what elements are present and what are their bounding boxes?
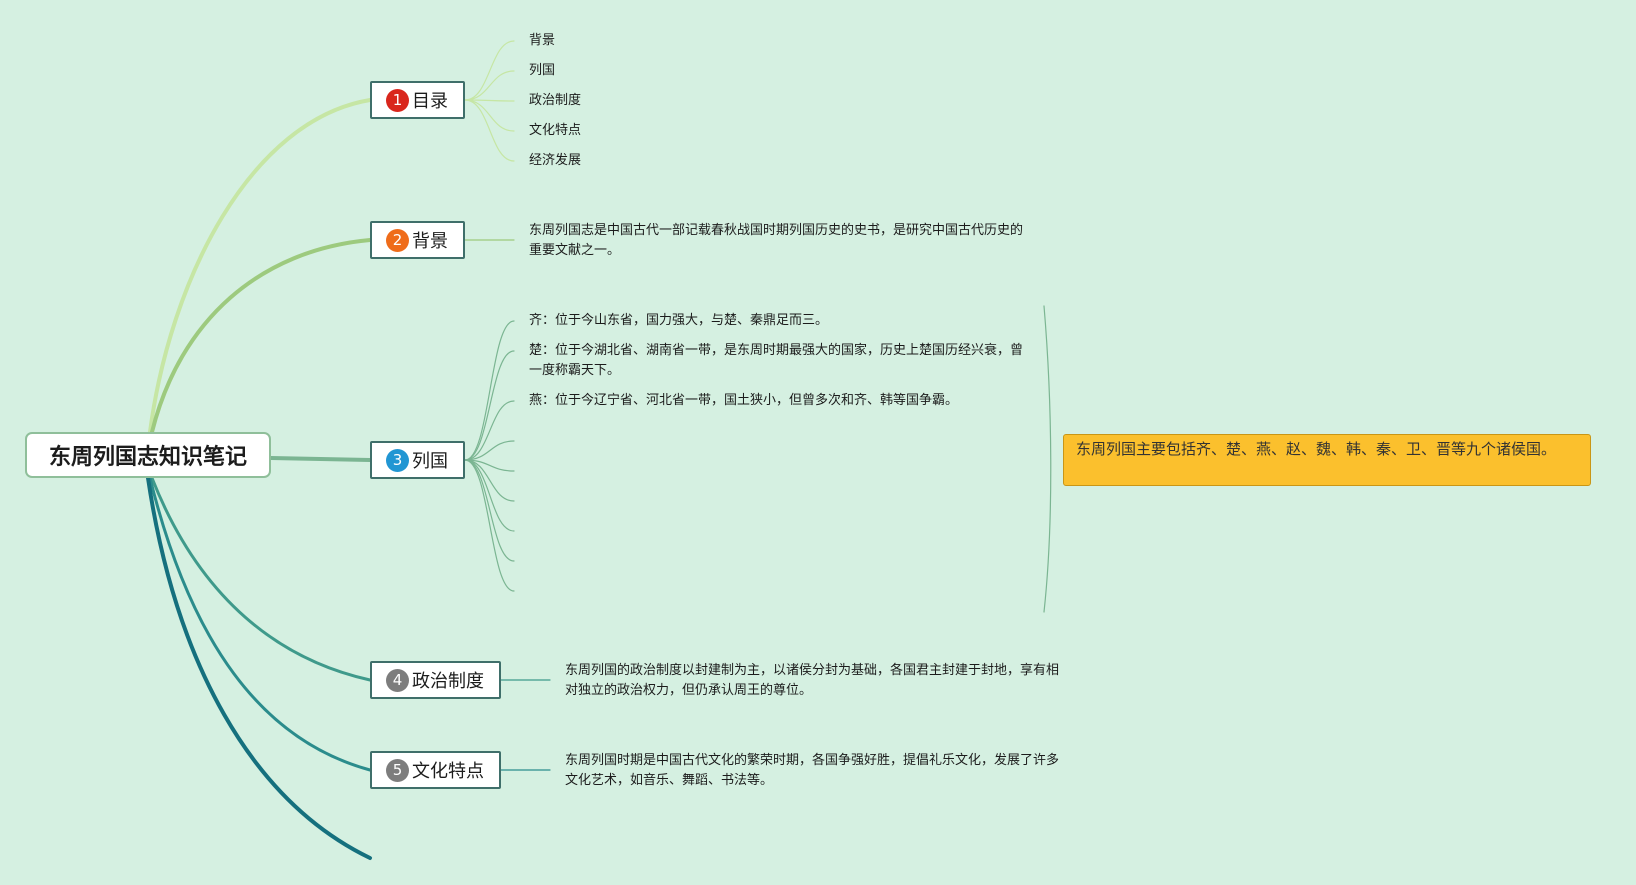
states-link-0 <box>464 320 515 461</box>
politics-text[interactable]: 东周列国的政治制度以封建制为主，以诸侯分封为基础，各国君主封建于封地，享有相对独… <box>565 663 1060 698</box>
topic-states-label: 列国 <box>412 451 448 472</box>
states-link-5 <box>464 459 515 502</box>
badge-2: 2 <box>386 228 409 252</box>
topic-background-label: 背景 <box>412 231 448 252</box>
background-text[interactable]: 东周列国志是中国古代一部记载春秋战国时期列国历史的史书，是研究中国古代历史的重要… <box>529 223 1024 258</box>
states-link-8 <box>464 459 515 592</box>
state-yan[interactable]: 燕：位于今辽宁省、河北省一带，国土狭小，但曾多次和齐、韩等国争霸。 <box>529 393 959 408</box>
branch-contents <box>148 98 372 434</box>
contents-item-culture[interactable]: 文化特点 <box>529 123 582 138</box>
state-qi[interactable]: 齐：位于今山东省，国力强大，与楚、秦鼎足而三。 <box>529 313 829 328</box>
contents-item-states[interactable]: 列国 <box>529 63 556 78</box>
states-link-3 <box>464 440 515 461</box>
topic-culture[interactable]: 5 文化特点 <box>370 751 501 789</box>
states-summary-callout[interactable]: 东周列国主要包括齐、楚、燕、赵、魏、韩、秦、卫、晋等九个诸侯国。 <box>1063 434 1591 486</box>
topic-politics-label: 政治制度 <box>412 671 484 692</box>
badge-5: 5 <box>386 758 409 782</box>
contents-item-economy[interactable]: 经济发展 <box>529 153 582 168</box>
contents-link-4 <box>464 99 515 162</box>
branch-background <box>150 238 372 434</box>
branch-politics <box>150 476 372 682</box>
root-title: 东周列国志知识笔记 <box>48 445 247 470</box>
states-summary-brace <box>1043 305 1052 613</box>
branch-states <box>269 456 372 462</box>
culture-text[interactable]: 东周列国时期是中国古代文化的繁荣时期，各国争强好胜，提倡礼乐文化，发展了许多文化… <box>565 753 1060 788</box>
contents-link-3 <box>464 99 515 132</box>
topic-background[interactable]: 2 背景 <box>370 221 465 259</box>
branch-extra <box>146 476 372 860</box>
topic-politics[interactable]: 4 政治制度 <box>370 661 501 699</box>
badge-1: 1 <box>386 88 409 112</box>
contents-link-0 <box>464 40 515 101</box>
topic-contents[interactable]: 1 目录 <box>370 81 465 119</box>
topic-states[interactable]: 3 列国 <box>370 441 465 479</box>
badge-3: 3 <box>386 448 409 472</box>
states-summary-text: 东周列国主要包括齐、楚、燕、赵、魏、韩、秦、卫、晋等九个诸侯国。 <box>1076 440 1557 458</box>
contents-item-background[interactable]: 背景 <box>529 33 556 48</box>
states-link-2 <box>464 400 515 461</box>
badge-4: 4 <box>386 668 409 692</box>
topic-culture-label: 文化特点 <box>412 761 484 782</box>
contents-item-politics[interactable]: 政治制度 <box>529 93 582 108</box>
states-link-1 <box>464 350 515 461</box>
contents-link-1 <box>464 70 515 101</box>
states-link-7 <box>464 459 515 562</box>
branch-culture <box>148 476 372 772</box>
topic-contents-label: 目录 <box>412 91 448 112</box>
state-chu[interactable]: 楚：位于今湖北省、湖南省一带，是东周时期最强大的国家，历史上楚国历经兴衰，曾一度… <box>529 343 1024 378</box>
root-topic[interactable]: 东周列国志知识笔记 <box>25 432 271 478</box>
